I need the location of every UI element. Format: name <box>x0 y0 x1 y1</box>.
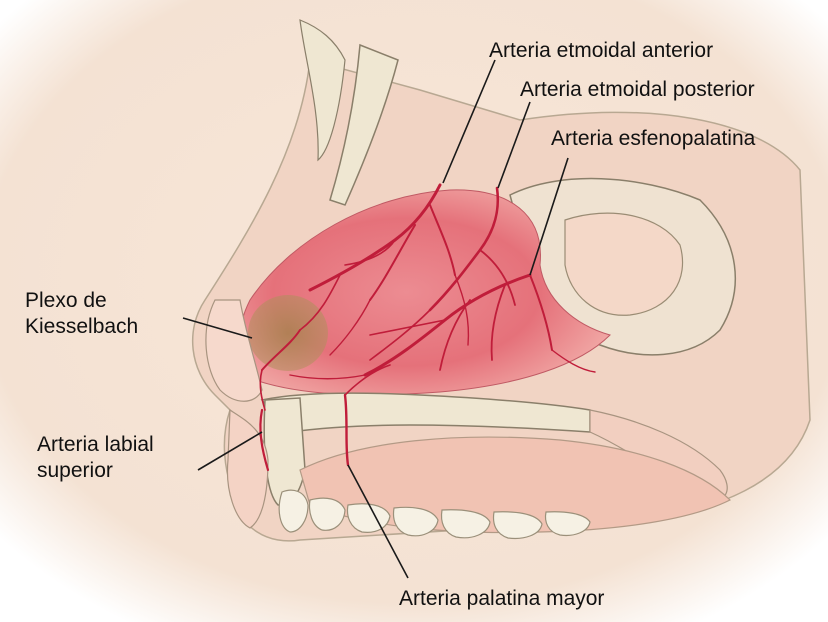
label-ethmoidal-anterior: Arteria etmoidal anterior <box>489 38 713 64</box>
label-labial-line2: superior <box>37 458 154 484</box>
label-kiesselbach-plexus: Plexo de Kiesselbach <box>25 288 138 340</box>
label-ethmoidal-posterior: Arteria etmoidal posterior <box>520 77 755 103</box>
label-palatine-major: Arteria palatina mayor <box>399 586 604 612</box>
label-sphenopalatine: Arteria esfenopalatina <box>551 126 755 152</box>
kiesselbach-plexus-area <box>248 295 328 371</box>
label-kiesselbach-line1: Plexo de <box>25 288 138 314</box>
label-labial-superior: Arteria labial superior <box>37 432 154 484</box>
label-labial-line1: Arteria labial <box>37 432 154 458</box>
label-kiesselbach-line2: Kiesselbach <box>25 314 138 340</box>
maxilla <box>264 398 305 505</box>
